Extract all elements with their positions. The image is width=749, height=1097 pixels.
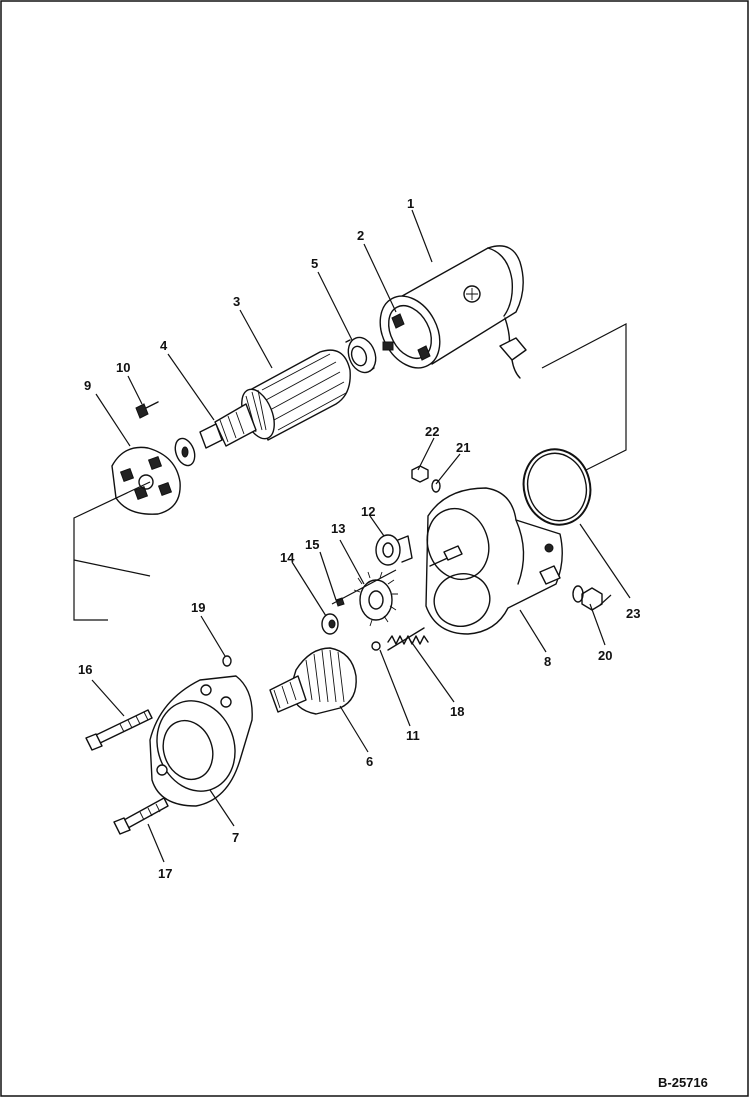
- callout-labels: 1 2 3 4 5 6 7 8 9 10 11 12 13 14 15 16 1…: [78, 196, 640, 881]
- callout-12: 12: [361, 504, 375, 519]
- callout-7: 7: [232, 830, 239, 845]
- callout-16: 16: [78, 662, 92, 677]
- part-nut-washer-set: [411, 465, 603, 611]
- part-overrunning-clutch: [269, 647, 357, 715]
- callout-19: 19: [191, 600, 205, 615]
- callout-21: 21: [456, 440, 470, 455]
- callout-22: 22: [425, 424, 439, 439]
- part-plug: [222, 655, 232, 667]
- callout-18: 18: [450, 704, 464, 719]
- callout-2: 2: [357, 228, 364, 243]
- part-brush-holder: [111, 446, 181, 515]
- part-o-ring: [522, 448, 592, 526]
- callout-5: 5: [311, 256, 318, 271]
- callout-3: 3: [233, 294, 240, 309]
- callout-20: 20: [598, 648, 612, 663]
- callout-6: 6: [366, 754, 373, 769]
- assembly-guide-lines: [73, 323, 627, 621]
- callout-8: 8: [544, 654, 551, 669]
- part-yoke-housing: [379, 245, 527, 379]
- drawing-reference-number: B-25716: [658, 1075, 708, 1090]
- part-bearing: [345, 336, 377, 374]
- part-through-bolt: [85, 709, 153, 751]
- part-screw: [135, 401, 159, 419]
- callout-14: 14: [280, 550, 295, 565]
- part-spring: [387, 627, 429, 651]
- callout-17: 17: [158, 866, 172, 881]
- part-front-bracket: [149, 675, 253, 807]
- callout-13: 13: [331, 521, 345, 536]
- callout-15: 15: [305, 537, 319, 552]
- part-armature: [199, 349, 351, 449]
- callout-11: 11: [406, 728, 420, 743]
- part-drive-gear: [375, 534, 413, 566]
- part-gear-housing: [425, 487, 563, 635]
- part-mounting-bolt: [113, 797, 169, 835]
- part-retainer: [321, 597, 345, 635]
- callout-23: 23: [626, 606, 640, 621]
- callout-4: 4: [160, 338, 168, 353]
- callout-10: 10: [116, 360, 130, 375]
- callout-9: 9: [84, 378, 91, 393]
- part-steel-ball: [371, 641, 381, 651]
- part-washer: [174, 437, 196, 467]
- callout-1: 1: [407, 196, 414, 211]
- leader-lines: [91, 209, 631, 863]
